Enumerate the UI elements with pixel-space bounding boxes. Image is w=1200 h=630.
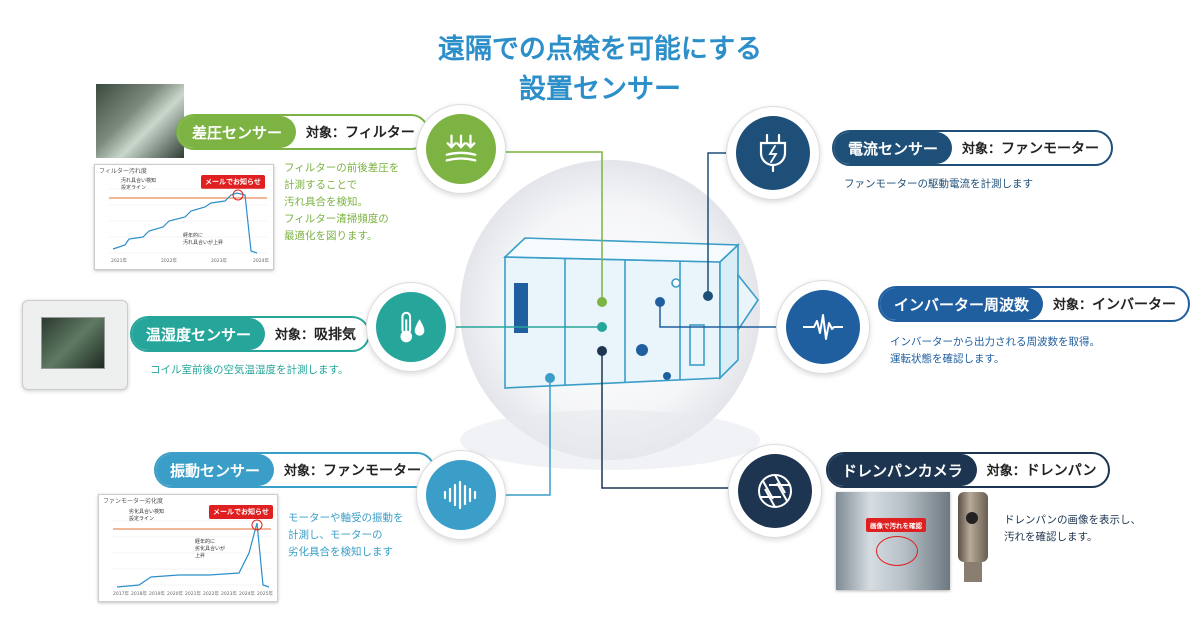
trend-label: 経年的に汚れ具合いが上昇 <box>183 233 224 246</box>
vibration-chart-plot <box>113 519 271 588</box>
trend-label: 経年的に劣化具合いが上昇 <box>195 539 226 559</box>
sensor-label: ドレンパンカメラ <box>828 454 977 486</box>
sensor-pill-differential-pressure: 差圧センサー 対象：フィルター <box>176 114 429 150</box>
sensor-pill-current: 電流センサー 対象：ファンモーター <box>832 130 1114 166</box>
thermometer-drop-icon <box>400 311 425 343</box>
title-line-1: 遠隔での点検を可能にする <box>437 34 763 65</box>
sensor-target: 対象：吸排気 <box>275 327 357 343</box>
x-tick: 2018年 <box>131 592 147 597</box>
sensor-icon-circle-current <box>726 106 820 200</box>
sensor-label: 温湿度センサー <box>132 318 266 350</box>
air-handling-unit <box>503 237 759 389</box>
camera-device-photo <box>956 492 990 590</box>
sensor-icon-circle-filter <box>416 104 506 194</box>
sensor-pill-vibration: 振動センサー 対象：ファンモーター <box>154 452 436 488</box>
sensor-icon-circle-inverter <box>776 280 870 374</box>
sensor-target: 対象：フィルター <box>306 125 415 141</box>
title-line-2: 設置センサー <box>519 74 681 105</box>
sensor-description: ファンモーターの駆動電流を計測します <box>844 178 1033 190</box>
threshold-label: 劣化具合い検知設定ライン <box>129 509 165 522</box>
sensor-target: 対象：ファンモーター <box>962 141 1100 157</box>
filter-chart-plot <box>109 188 267 254</box>
sensor-pill-drain-pan-camera: ドレンパンカメラ 対象：ドレンパン <box>826 452 1111 488</box>
sensor-label: 差圧センサー <box>178 116 297 148</box>
image-check-badge: 画像で汚れを確認 <box>866 518 926 532</box>
sensor-description: コイル室前後の空気温湿度を計測します。 <box>150 364 349 376</box>
drain-pan-photo: 画像で汚れを確認 <box>836 492 950 590</box>
frequency-pulse-icon <box>803 314 843 340</box>
mail-notice-badge: メールでお知らせ <box>209 505 273 519</box>
sensor-pill-temperature-humidity: 温湿度センサー 対象：吸排気 <box>130 316 371 352</box>
sensor-description: フィルターの前後差圧を計測することで汚れ具合を検知。フィルター清掃頻度の最適化を… <box>284 162 400 242</box>
sensor-label: 振動センサー <box>156 454 275 486</box>
mail-notice-badge: メールでお知らせ <box>201 175 265 189</box>
x-tick: 2023年 <box>221 592 237 597</box>
x-tick: 2017年 <box>113 592 129 597</box>
filter-photo <box>96 84 184 158</box>
sensor-icon-circle-camera <box>728 444 822 538</box>
sensor-icon-circle-temperature <box>366 282 456 372</box>
camera-shutter-icon <box>758 474 792 508</box>
page-title: 遠隔での点検を可能にする 設置センサー <box>0 30 1200 110</box>
sensor-target: 対象：インバーター <box>1053 297 1177 313</box>
sensor-label: インバーター周波数 <box>880 288 1044 320</box>
chart-title: フィルター汚れ度 <box>99 168 147 175</box>
x-tick: 2020年 <box>167 592 183 597</box>
sensor-description: モーターや軸受の振動を計測し、モーターの劣化具合を検知します <box>288 512 404 558</box>
x-tick: 2019年 <box>149 592 165 597</box>
plug-bolt-icon <box>759 133 787 173</box>
x-tick: 2021年 <box>185 592 201 597</box>
sensor-description: ドレンパンの画像を表示し、汚れを確認します。 <box>1004 514 1142 543</box>
sensor-target: 対象：ファンモーター <box>284 463 422 479</box>
x-tick: 2025年 <box>257 592 273 597</box>
vibration-wave-icon <box>443 480 477 510</box>
motor-degradation-chart: ファンモーター劣化度 メールでお知らせ 劣化具合い検知設定ライン 経年的に劣化具… <box>98 494 278 602</box>
x-tick: 2022年 <box>203 592 219 597</box>
sensor-target: 対象：ドレンパン <box>986 463 1097 479</box>
x-tick: 2024年 <box>253 259 269 264</box>
sensor-icon-circle-vibration <box>416 450 506 540</box>
temperature-sensor-photo <box>22 300 128 390</box>
filter-dirt-chart: フィルター汚れ度 メールでお知らせ 汚れ具合い検知設定ライン 経年的に汚れ具合い… <box>94 164 274 270</box>
x-tick: 2021年 <box>111 259 127 264</box>
x-tick: 2024年 <box>239 592 255 597</box>
x-tick: 2022年 <box>161 259 177 264</box>
x-tick: 2023年 <box>211 259 227 264</box>
sensor-description: インバーターから出力される周波数を取得。運転状態を確認します。 <box>890 336 1100 365</box>
threshold-label: 汚れ具合い検知設定ライン <box>121 178 157 191</box>
sensor-pill-inverter-frequency: インバーター周波数 対象：インバーター <box>878 286 1191 322</box>
sensor-label: 電流センサー <box>834 132 953 164</box>
chart-title: ファンモーター劣化度 <box>103 498 164 505</box>
filter-airflow-icon <box>445 134 477 162</box>
